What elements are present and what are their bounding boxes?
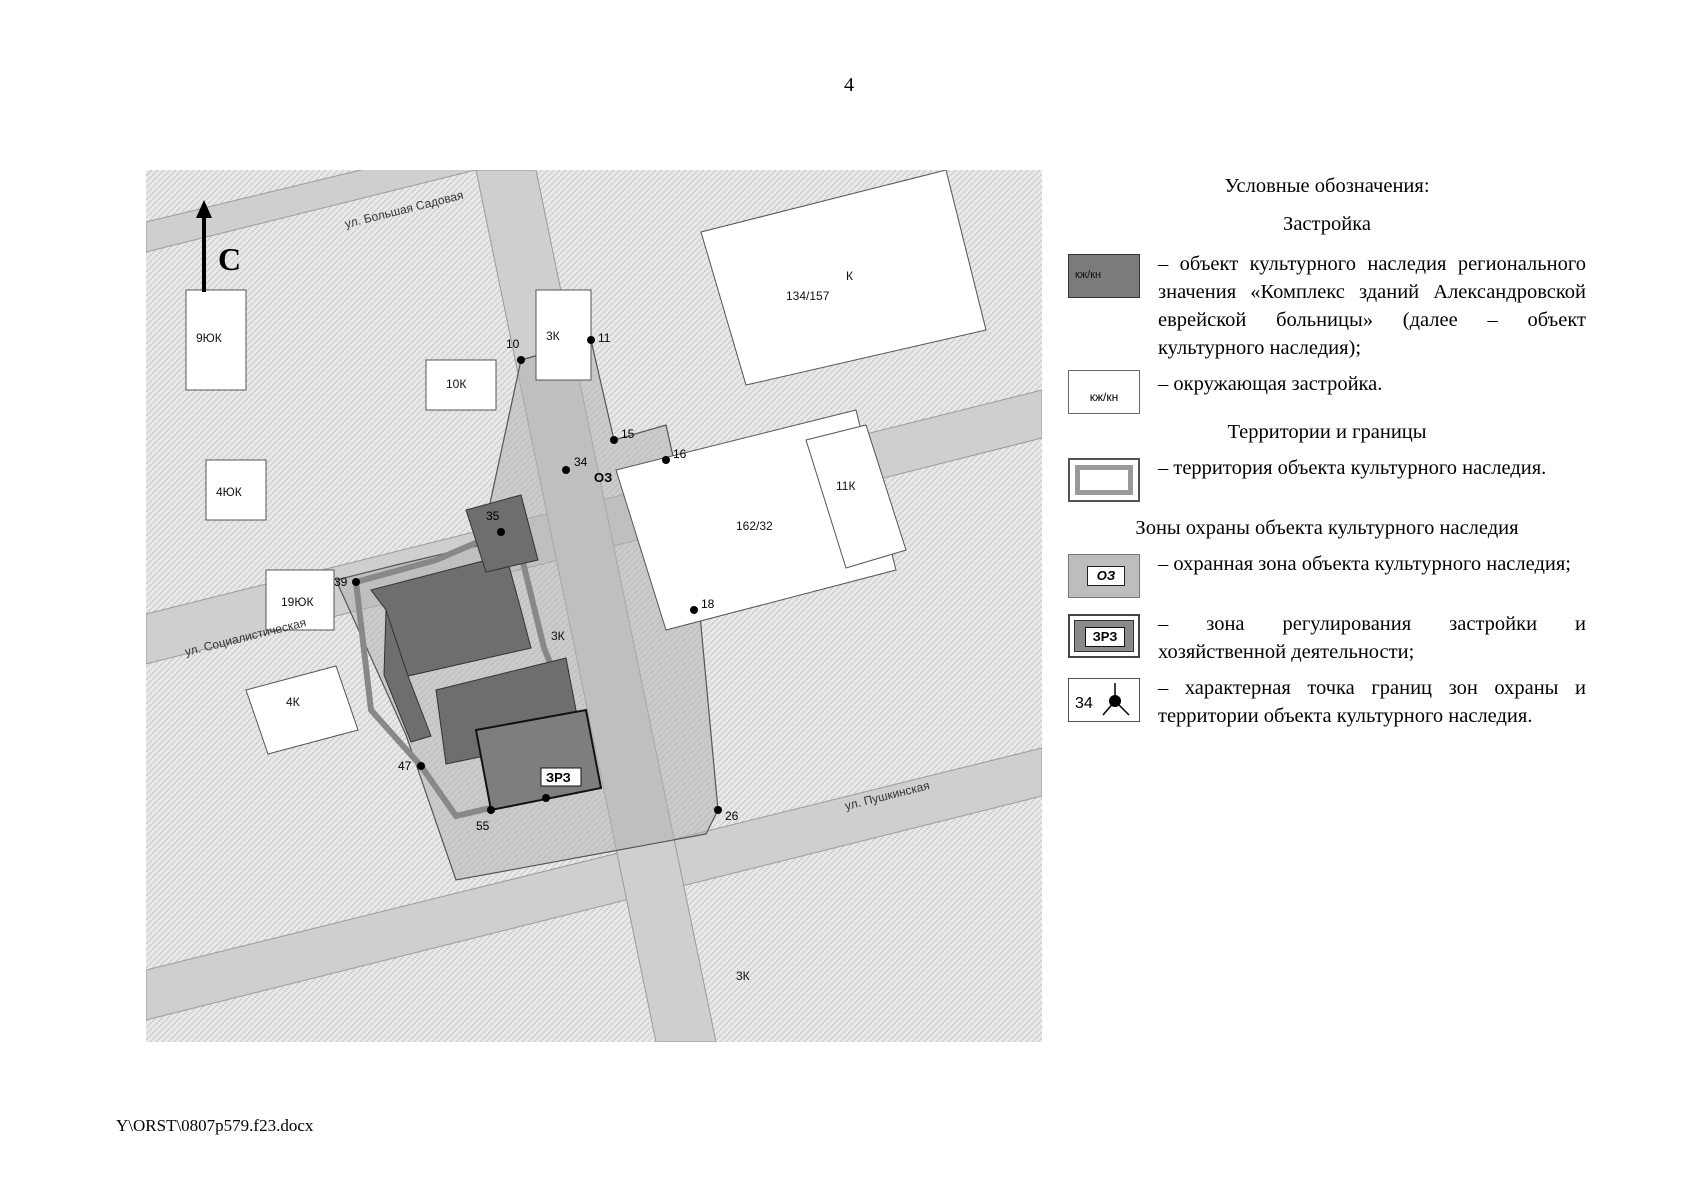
point-15-label: 15 <box>621 427 635 441</box>
point-marker-icon <box>1102 683 1130 716</box>
point-16-marker <box>662 456 670 464</box>
building-154a <box>245 665 359 755</box>
label-4yuk: 4ЮК <box>216 485 242 499</box>
label-3k: 3К <box>546 329 560 343</box>
legend-row-heritage: кж/кн – объект культурного наследия реги… <box>1068 250 1586 362</box>
point-34-label: 34 <box>574 455 588 469</box>
page-number: 4 <box>844 74 854 96</box>
surrounding-buildings <box>185 170 987 755</box>
zone-oz-label: ОЗ <box>594 470 612 485</box>
point-10-marker <box>517 356 525 364</box>
point-18-label: 18 <box>701 597 715 611</box>
building-19yuk <box>265 569 335 631</box>
label-k: К <box>846 269 853 283</box>
building-134-157 <box>700 170 987 386</box>
swatch-oz-label: ОЗ <box>1087 566 1125 586</box>
site-map[interactable]: 134/157 К 3К 10К 162/32 11К 19ЮК 4К 4ЮК … <box>146 170 1042 1042</box>
legend-row-oz: ОЗ – охранная зона объекта культурного н… <box>1068 550 1586 602</box>
point-35-label: 35 <box>486 509 500 523</box>
label-46: 3К <box>736 969 750 983</box>
point-39-marker <box>352 578 360 586</box>
label-9yuk: 9ЮК <box>196 331 222 345</box>
label-134-157: 134/157 <box>786 289 830 303</box>
swatch-surround: кж/кн <box>1068 370 1140 414</box>
legend-section-buildings: Застройка <box>1283 213 1371 235</box>
map-labels: 134/157 К 3К 10К 162/32 11К 19ЮК 4К 4ЮК … <box>196 269 855 983</box>
building-9yuk <box>185 289 247 391</box>
label-heritage-3k: 3К <box>551 629 565 643</box>
building-11k <box>805 424 907 569</box>
legend-heritage-text: – объект культурного наследия региональн… <box>1158 253 1586 359</box>
footer-path: Y\ORST\0807p579.f23.docx <box>116 1116 314 1135</box>
point-16-label: 16 <box>673 447 687 461</box>
building-10k <box>425 359 497 411</box>
legend-point-text: – характерная точка границ зон охраны и … <box>1158 677 1586 727</box>
point-18-marker <box>690 606 698 614</box>
zone-zrz-label: ЗРЗ <box>546 770 571 785</box>
point-53-label: 55 <box>476 819 490 833</box>
legend-row-surround: кж/кн – окружающая застройка. <box>1068 370 1586 414</box>
legend-zrz-text: – зона регулирования застройки и хозяйст… <box>1158 613 1586 663</box>
legend-surround-text: – окружающая застройка. <box>1158 373 1383 395</box>
point-54-marker <box>542 794 550 802</box>
point-39-label: 39 <box>334 575 348 589</box>
point-11-label: 11 <box>598 331 611 345</box>
label-11k: 11К <box>836 479 855 493</box>
swatch-zrz-label: ЗРЗ <box>1085 627 1125 647</box>
swatch-oz: ОЗ <box>1068 554 1140 598</box>
label-162-32: 162/32 <box>736 519 773 533</box>
swatch-surround-label: кж/кн <box>1089 390 1119 404</box>
zone-labels: ОЗ ЗРЗ <box>540 470 612 787</box>
point-45-label: 47 <box>398 759 412 773</box>
legend-row-point: 34 – характерная точка границ зон охраны… <box>1068 674 1586 730</box>
label-154a: 4К <box>286 695 300 709</box>
point-26-marker <box>714 806 722 814</box>
legend-section-territories: Территории и границы <box>1227 421 1427 443</box>
north-label: С <box>218 241 241 277</box>
point-45-marker <box>417 762 425 770</box>
legend-title: Условные обозначения: <box>1224 175 1430 197</box>
point-53-marker <box>487 806 495 814</box>
swatch-zrz: ЗРЗ <box>1068 614 1140 658</box>
swatch-point-label: 34 <box>1075 695 1093 712</box>
legend-row-zrz: ЗРЗ – зона регулирования застройки и хоз… <box>1068 610 1586 666</box>
street-bolshaya-sadovaya <box>146 170 478 253</box>
zone-zrz-box <box>540 767 582 787</box>
building-3k <box>535 289 592 381</box>
point-10-label: 10 <box>506 337 520 351</box>
point-34-marker <box>562 466 570 474</box>
point-26-label: 26 <box>725 809 739 823</box>
point-11-marker <box>587 336 595 344</box>
point-35-marker <box>497 528 505 536</box>
label-10k: 10К <box>446 377 466 391</box>
street-pushkinskaya <box>146 747 1042 1021</box>
swatch-heritage-label: кж/кн <box>1075 269 1102 281</box>
legend-section-zones: Зоны охраны объекта культурного наследия <box>1135 517 1519 539</box>
map-svg: 134/157 К 3К 10К 162/32 11К 19ЮК 4К 4ЮК … <box>146 170 1042 1042</box>
label-19yuk: 19ЮК <box>281 595 313 609</box>
legend-oz-text: – охранная зона объекта культурного насл… <box>1158 553 1571 575</box>
heritage-building-west <box>383 609 432 743</box>
point-15-marker <box>610 436 618 444</box>
north-arrow: С <box>196 200 241 292</box>
boundary-points: 10 11 15 16 18 26 34 35 39 47 55 <box>334 331 739 833</box>
legend-territory-text: – территория объекта культурного наследи… <box>1158 457 1547 479</box>
legend-row-territory: – территория объекта культурного наследи… <box>1068 454 1586 506</box>
swatch-point: 34 <box>1068 678 1140 722</box>
building-4yuk <box>205 459 267 521</box>
swatch-territory <box>1068 458 1140 502</box>
swatch-heritage: кж/кн <box>1068 254 1140 298</box>
legend: Условные обозначения: Застройка кж/кн – … <box>1068 172 1586 730</box>
